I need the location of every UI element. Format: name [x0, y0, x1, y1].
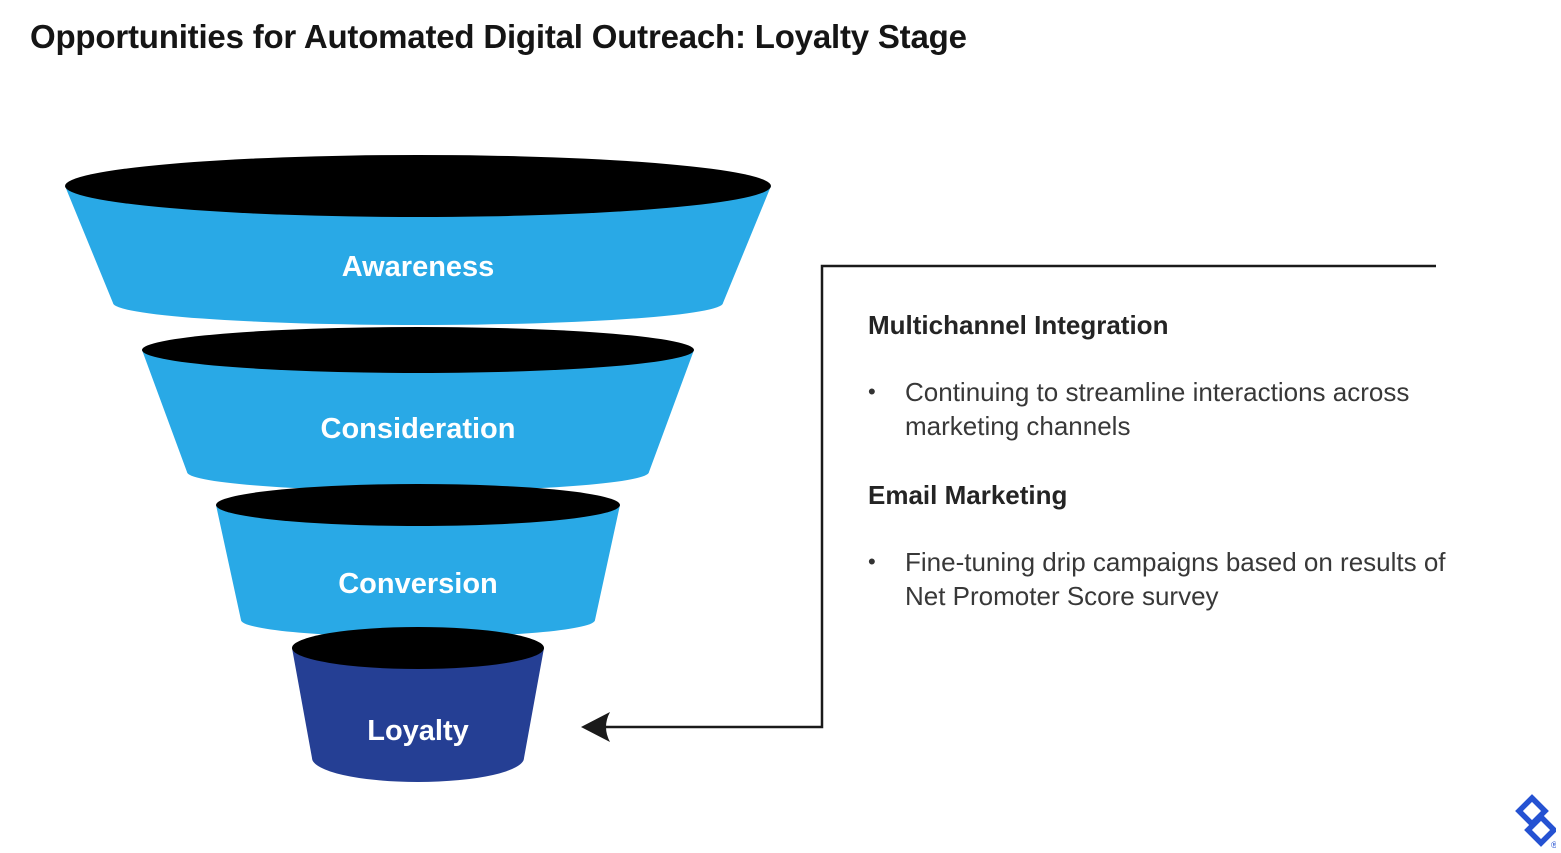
funnel-stage-conversion: Conversion: [216, 484, 620, 637]
registered-mark: ®: [1551, 840, 1556, 850]
slide-title: Opportunities for Automated Digital Outr…: [30, 18, 967, 55]
toptal-logo: ®: [1515, 794, 1556, 850]
funnel-stage-label: Conversion: [338, 568, 498, 600]
bullet-text: Continuing to streamline interactions ac…: [905, 377, 1410, 441]
callout-heading-email-marketing: Email Marketing: [868, 480, 1068, 510]
funnel-top-ellipse: [142, 327, 694, 373]
funnel-top-ellipse: [65, 155, 771, 217]
bullet-icon: •: [868, 549, 876, 574]
funnel-top-ellipse: [292, 627, 544, 669]
funnel-stage-label: Consideration: [321, 413, 516, 445]
callout-heading-multichannel-integration: Multichannel Integration: [868, 310, 1169, 340]
funnel-top-ellipse: [216, 484, 620, 526]
funnel-stage-label: Loyalty: [367, 715, 469, 747]
funnel-stage-loyalty: Loyalty: [292, 627, 544, 782]
bullet-text: Fine-tuning drip campaigns based on resu…: [905, 547, 1446, 611]
callout-panel: Multichannel Integration • Continuing to…: [868, 308, 1468, 648]
funnel-stage-label: Awareness: [342, 251, 495, 283]
funnel-stage-awareness: Awareness: [65, 155, 771, 325]
logo-diamond-bottom: [1524, 813, 1556, 847]
funnel-band: [292, 648, 544, 782]
bullet-item: • Fine-tuning drip campaigns based on re…: [868, 545, 1468, 613]
bullet-icon: •: [868, 379, 876, 404]
bullet-item: • Continuing to streamline interactions …: [868, 375, 1468, 443]
funnel-stage-consideration: Consideration: [142, 327, 694, 491]
funnel-band: [142, 350, 694, 491]
connector-line: [598, 264, 1436, 729]
funnel-band: [65, 186, 771, 325]
funnel-band: [216, 505, 620, 637]
arrowhead-icon: [581, 712, 610, 742]
callout-connector: [581, 264, 1436, 742]
